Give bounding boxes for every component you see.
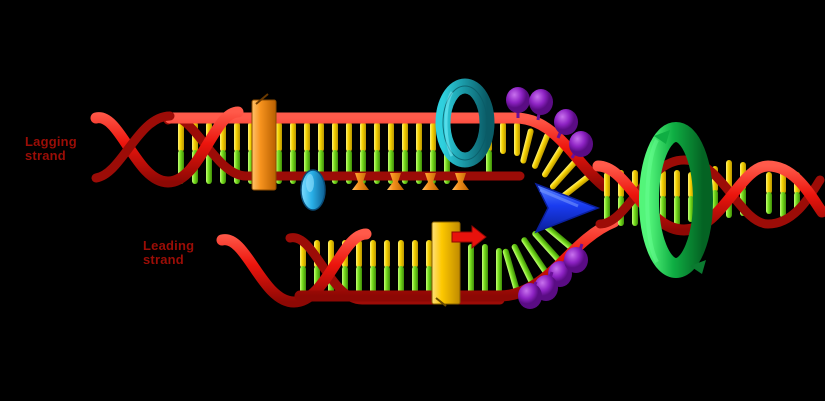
leading-helix-twist-front [216, 228, 372, 308]
dna-ligase [300, 169, 326, 211]
rna-primer-lagging [251, 93, 277, 191]
okazaki-junction-connectors [352, 173, 469, 190]
leading-strand-label: Leading strand [143, 238, 194, 267]
leading-strand-label-line1: Leading [143, 238, 194, 253]
dna-polymerase [534, 182, 601, 234]
lagging-helix-twist-front [90, 106, 244, 188]
lagging-strand-group [90, 78, 610, 211]
parental-helix-group [592, 122, 825, 278]
leading-strand-group [216, 182, 620, 309]
lagging-strand-label: Lagging strand [25, 134, 77, 163]
sliding-clamp [435, 78, 495, 168]
lagging-helix-twist-back [91, 111, 175, 183]
lagging-strand-label-line2: strand [25, 148, 66, 163]
helicase [639, 122, 713, 278]
rna-primer-leading [431, 221, 487, 307]
leading-strand-label-line2: strand [143, 252, 184, 267]
parental-backbone-front [592, 160, 825, 236]
lagging-strand-label-line1: Lagging [25, 134, 77, 149]
leading-direction-arrow [451, 224, 487, 250]
ssb-proteins-top [506, 87, 593, 159]
ssb-proteins-bottom [518, 243, 588, 309]
